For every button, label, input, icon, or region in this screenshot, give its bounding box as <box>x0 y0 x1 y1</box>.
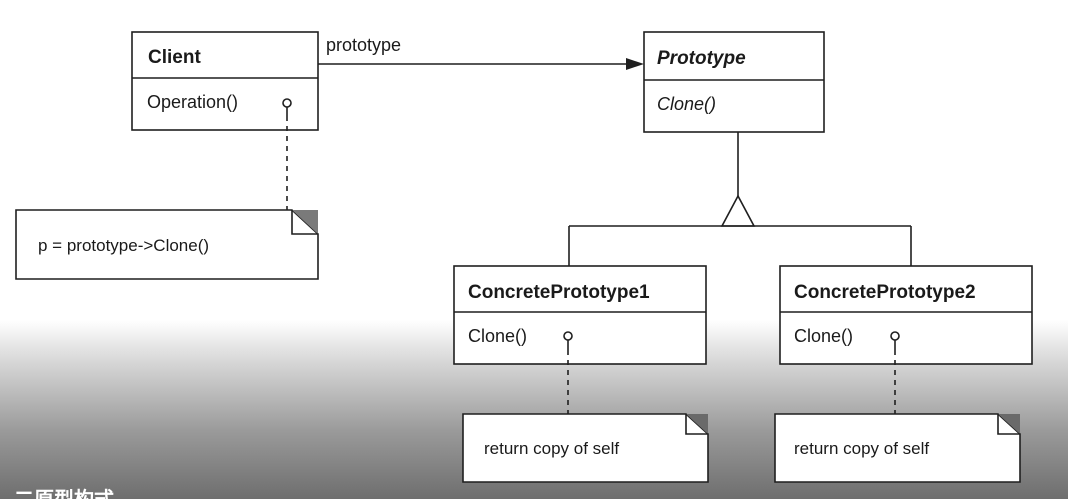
client-note-fold <box>291 210 318 235</box>
prototype-class: Prototype Clone() <box>643 31 825 133</box>
concrete-1-note-text: return copy of self <box>484 439 619 458</box>
concrete-prototype-1-name: ConcretePrototype1 <box>468 282 650 303</box>
concrete-1-note-fold-shade <box>686 414 708 434</box>
concrete-1-note: return copy of self <box>462 413 709 483</box>
concrete-prototype-1-box <box>453 265 707 365</box>
concrete-2-note-fold <box>997 414 1020 435</box>
video-caption: 二原型构式 <box>14 487 114 499</box>
concrete-prototype-2-operation: Clone() <box>794 326 853 346</box>
prototype-class-box <box>643 31 825 133</box>
concrete-prototype-2-class: ConcretePrototype2 Clone() <box>779 265 1033 365</box>
association-label: prototype <box>326 35 401 55</box>
client-class-name: Client <box>148 47 201 68</box>
prototype-class-name: Prototype <box>657 48 746 69</box>
concrete-prototype-1-class: ConcretePrototype1 Clone() <box>453 265 707 365</box>
concrete-2-note-anchor <box>890 331 900 341</box>
concrete-prototype-2-name: ConcretePrototype2 <box>794 282 976 303</box>
client-operation: Operation() <box>147 92 238 112</box>
client-class: Client Operation() <box>131 31 319 131</box>
concrete-2-note-fold-shade <box>998 414 1020 434</box>
concrete-1-note-fold <box>685 414 708 435</box>
inheritance-triangle <box>720 194 756 227</box>
prototype-operation: Clone() <box>657 94 716 114</box>
concrete-prototype-1-operation: Clone() <box>468 326 527 346</box>
association-arrowhead <box>626 58 644 70</box>
client-note: p = prototype->Clone() <box>15 209 319 280</box>
concrete-2-note-text: return copy of self <box>794 439 929 458</box>
client-note-text: p = prototype->Clone() <box>38 236 209 255</box>
concrete-prototype-2-box <box>779 265 1033 365</box>
client-note-anchor <box>282 98 292 108</box>
concrete-1-note-box <box>462 413 709 483</box>
concrete-2-note: return copy of self <box>774 413 1021 483</box>
concrete-2-note-box <box>774 413 1021 483</box>
client-note-fold-shade <box>292 210 318 234</box>
concrete-1-note-anchor <box>563 331 573 341</box>
client-note-box <box>15 209 319 280</box>
